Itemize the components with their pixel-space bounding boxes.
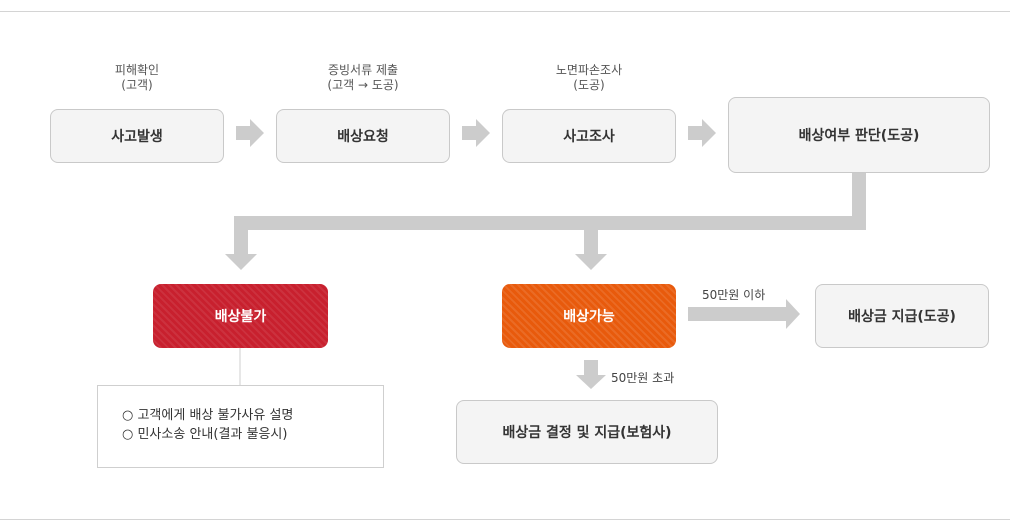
condition-under-500k: 50만원 이하 <box>702 288 766 302</box>
note-civil-suit: ○ 민사소송 안내(결과 불응시) <box>122 427 288 442</box>
bottom-rule <box>0 519 1010 520</box>
arrow-right-under <box>688 299 800 329</box>
outcome-not-compensable: 배상불가 <box>153 284 328 348</box>
step-accident-investigation: 사고조사 <box>502 109 676 163</box>
condition-over-500k: 50만원 초과 <box>611 371 675 385</box>
arrow-right-2 <box>462 119 490 147</box>
arrow-down-denied <box>225 230 257 270</box>
denied-notes-box: ○ 고객에게 배상 불가사유 설명 ○ 민사소송 안내(결과 불응시) <box>97 385 384 468</box>
outcome-compensable: 배상가능 <box>502 284 676 348</box>
step-3-caption: 노면파손조사(도공) <box>555 63 623 92</box>
step-compensation-request: 배상요청 <box>276 109 450 163</box>
step-compensation-decision: 배상여부 판단(도공) <box>728 97 990 173</box>
connector-across <box>234 216 866 230</box>
arrow-right-3 <box>688 119 716 147</box>
step-1-caption: 피해확인(고객) <box>114 63 160 92</box>
result-payment-by-corporation: 배상금 지급(도공) <box>815 284 989 348</box>
connector-down <box>852 172 866 230</box>
step-2-caption: 증빙서류 제출(고객 → 도공) <box>327 63 399 92</box>
note-explain-reason: ○ 고객에게 배상 불가사유 설명 <box>122 408 294 423</box>
result-payment-by-insurer: 배상금 결정 및 지급(보험사) <box>456 400 718 464</box>
arrow-right-1 <box>236 119 264 147</box>
arrow-down-approved <box>575 230 607 270</box>
arrow-down-over <box>576 360 606 389</box>
top-rule <box>0 11 1010 12</box>
step-accident-occurred: 사고발생 <box>50 109 224 163</box>
